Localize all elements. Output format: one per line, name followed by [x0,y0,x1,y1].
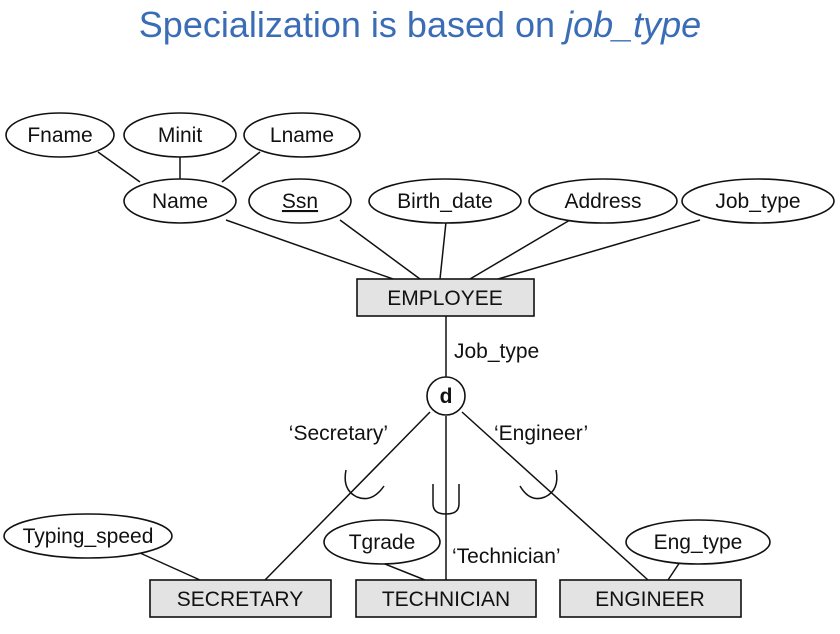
entity-engineer: ENGINEER [559,579,742,618]
attr-name: Name [123,178,237,224]
entity-secretary: SECRETARY [149,579,332,618]
attr-ssn-label: Ssn [282,190,318,213]
attr-address: Address [528,178,678,224]
title-prefix: Specialization is based on [138,4,566,45]
disjoint-circle: d [426,376,466,416]
subset-symbol-secretary [344,469,385,500]
attr-birth-date-label: Birth_date [397,190,493,213]
subset-symbols [344,469,558,515]
line-disjoint-engineer [461,411,649,581]
line-disjoint-secretary [264,411,431,581]
attr-birth-date: Birth_date [368,178,522,224]
entity-technician: TECHNICIAN [355,579,537,618]
engineer-condition-label: ‘Engineer’ [494,422,588,445]
title-emphasis: job_type [565,4,702,45]
entity-secretary-label: SECRETARY [177,588,303,611]
line-name-employee [225,219,394,280]
attr-ssn: Ssn [248,178,352,224]
attr-tgrade-label: Tgrade [349,531,416,554]
attr-eng-type: Eng_type [625,519,771,565]
line-fname-name [97,151,141,183]
attr-address-label: Address [564,190,641,213]
attr-eng-type-label: Eng_type [654,531,743,554]
slide-title: Specialization is based on job_type [0,4,840,46]
line-tgrade-technician [379,561,426,581]
attr-job-type-label: Job_type [715,190,800,213]
subset-symbol-engineer [519,469,558,500]
attr-fname: Fname [5,112,115,158]
attr-typing-speed-label: Typing_speed [23,525,154,548]
attr-minit: Minit [123,112,237,158]
defining-attribute-label: Job_type [454,340,539,363]
attr-lname-label: Lname [270,124,334,147]
line-engtype-engineer [667,561,681,581]
connector-lines [97,151,701,581]
entity-employee-label: EMPLOYEE [387,287,503,310]
attr-tgrade: Tgrade [323,519,441,565]
line-ssn-employee [339,219,421,280]
subset-symbol-technician [432,484,460,515]
attr-fname-label: Fname [27,124,92,147]
line-address-employee [469,219,571,280]
attr-typing-speed: Typing_speed [3,513,173,559]
line-birthdate-employee [439,221,447,280]
attr-minit-label: Minit [158,124,203,147]
attr-name-label: Name [152,190,208,213]
attr-lname: Lname [243,112,361,158]
entity-employee: EMPLOYEE [356,278,535,317]
line-typingspeed-secretary [139,552,201,581]
line-lname-name [221,151,261,183]
disjoint-symbol: d [440,385,453,408]
secretary-condition-label: ‘Secretary’ [289,422,388,445]
entity-engineer-label: ENGINEER [595,588,705,611]
attr-job-type: Job_type [681,178,835,224]
technician-condition-label: ‘Technician’ [452,545,561,568]
entity-technician-label: TECHNICIAN [382,588,510,611]
line-jobtype-employee [497,219,701,280]
